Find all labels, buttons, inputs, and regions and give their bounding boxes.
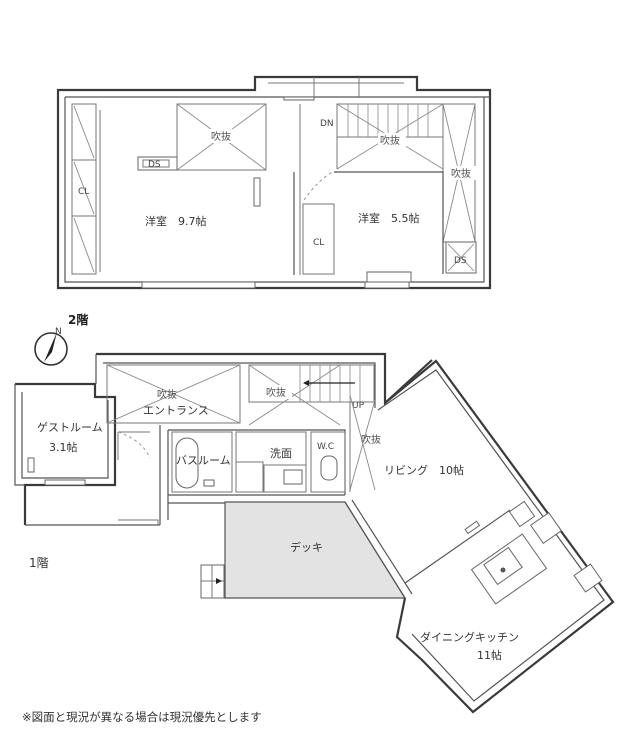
entrance-label: エントランス [143, 404, 209, 417]
void-2f-left-label: 吹抜 [211, 130, 231, 143]
stove-icon [573, 563, 603, 593]
stair-up-label: UP [352, 401, 365, 411]
ladder-icon [253, 177, 261, 207]
stair-2f: 吹抜 DN [320, 103, 444, 170]
room-western-large: 洋室 9.7帖 [145, 214, 207, 228]
first-floor-plan: ゲストルーム 3.1帖 吹抜 エントランス [14, 352, 615, 714]
living-void-label: 吹抜 [361, 433, 381, 446]
svg-text:N: N [55, 327, 62, 337]
dining-kitchen-size: 11帖 [477, 649, 502, 662]
duct-left-label: DS [148, 160, 161, 170]
toilet-label: W.C [317, 442, 334, 452]
stair-1f: 吹抜 UP [248, 364, 375, 426]
duct-space-left: DS [137, 156, 178, 171]
deck-label: デッキ [290, 540, 323, 554]
guest-room-size: 3.1帖 [49, 441, 78, 454]
closet-center-label: CL [313, 238, 324, 248]
north-compass-icon: N [34, 327, 68, 366]
disclaimer-note: ※図面と現況が異なる場合は現況優先とします [22, 710, 262, 724]
living-dining-block: リビング 10帖 ダイニングキッチン 11帖 [377, 359, 615, 714]
duct-space-right: DS [445, 241, 477, 274]
floor-label-2f: 2階 [68, 312, 88, 327]
toilet: W.C [310, 431, 346, 493]
entrance-void-label: 吹抜 [157, 388, 177, 401]
void-2f-left: 吹抜 [176, 103, 267, 171]
kitchen-island [470, 533, 548, 605]
floor-label-1f: 1階 [29, 555, 49, 570]
second-floor-plan: CL 吹抜 DS 洋室 9.7帖 CL [56, 75, 492, 290]
stair-void-1f-label: 吹抜 [266, 386, 286, 399]
bathroom-label: バスルーム [176, 454, 231, 467]
void-2f-right: 吹抜 [442, 103, 476, 243]
guest-room-label: ゲストルーム [37, 421, 103, 434]
refrigerator-icon [529, 511, 563, 545]
closet-center: CL [302, 203, 335, 275]
room-western-small: 洋室 5.5帖 [358, 211, 420, 225]
duct-right-label: DS [454, 256, 467, 266]
void-stair-2f-label: 吹抜 [380, 134, 400, 147]
void-2f-right-label: 吹抜 [451, 167, 471, 180]
washroom-label: 洗面 [270, 447, 292, 460]
entrance-void: 吹抜 エントランス [106, 364, 241, 424]
living-label: リビング 10帖 [384, 463, 464, 477]
stair-down-label: DN [320, 119, 334, 129]
washroom: 洗面 [235, 431, 307, 493]
closet-left-label: CL [78, 187, 89, 197]
closet-left: CL [71, 103, 101, 275]
guest-room: ゲストルーム 3.1帖 [14, 382, 117, 525]
living-void: 吹抜 [349, 394, 381, 492]
dining-kitchen-label: ダイニングキッチン [420, 630, 519, 644]
door-swing [303, 170, 335, 201]
bathroom: バスルーム [171, 431, 233, 493]
